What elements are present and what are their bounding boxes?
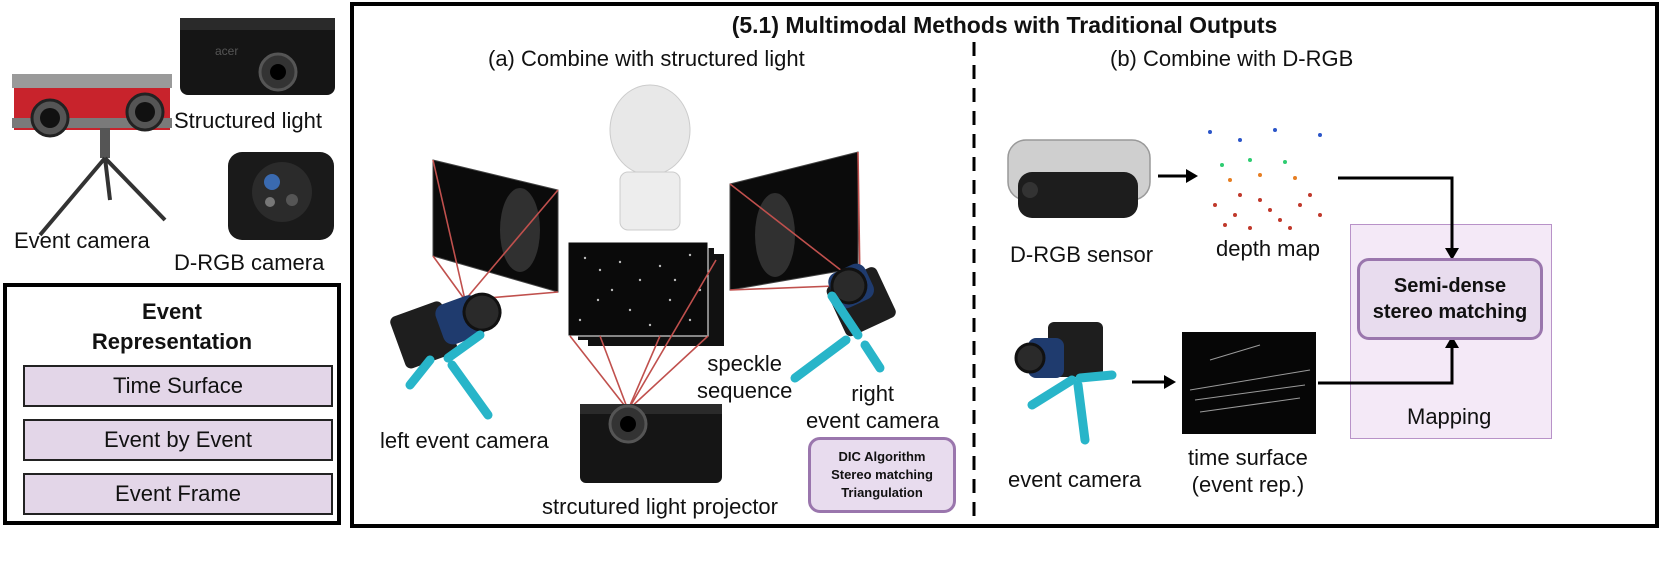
rep-item-time-surface: Time Surface xyxy=(23,365,333,407)
rep-item-event-frame: Event Frame xyxy=(23,473,333,515)
algorithm-dic: DIC Algorithm xyxy=(838,449,926,464)
algorithm-box: DIC Algorithm Stereo matching Triangulat… xyxy=(808,437,956,513)
drgb-sensor-label: D-RGB sensor xyxy=(1010,242,1154,267)
left-camera-label: left event camera xyxy=(380,428,549,453)
depth-map-label: depth map xyxy=(1216,236,1320,261)
semi-dense-matching-box: Semi-dense stereo matching xyxy=(1357,258,1543,340)
algorithm-stereo: Stereo matching xyxy=(831,467,933,482)
event-camera-b-label: event camera xyxy=(1008,467,1142,492)
speckle-label: speckle sequence xyxy=(697,351,793,403)
main-title: (5.1) Multimodal Methods with Traditiona… xyxy=(731,12,1278,38)
main-panel xyxy=(350,2,1659,528)
event-representation-title: Event Representation xyxy=(91,299,253,354)
semi-dense-matching-text: Semi-dense stereo matching xyxy=(1372,275,1528,323)
drgb-camera-label: D-RGB camera xyxy=(174,250,325,275)
section-a-title: (a) Combine with structured light xyxy=(488,46,805,71)
mapping-label: Mapping xyxy=(1407,404,1492,429)
event-camera-label: Event camera xyxy=(14,228,150,253)
algorithm-triangulation: Triangulation xyxy=(841,485,923,500)
rep-item-event-by-event: Event by Event xyxy=(23,419,333,461)
event-representation-panel: Event Representation Time Surface Event … xyxy=(3,283,341,525)
time-surface-label: time surface (event rep.) xyxy=(1188,445,1308,497)
right-camera-label: right event camera xyxy=(806,381,940,433)
projector-label: strcutured light projector xyxy=(542,494,778,519)
section-b-title: (b) Combine with D-RGB xyxy=(1110,46,1354,71)
svg-text:acer: acer xyxy=(215,44,238,58)
structured-light-label: Structured light xyxy=(174,108,322,133)
